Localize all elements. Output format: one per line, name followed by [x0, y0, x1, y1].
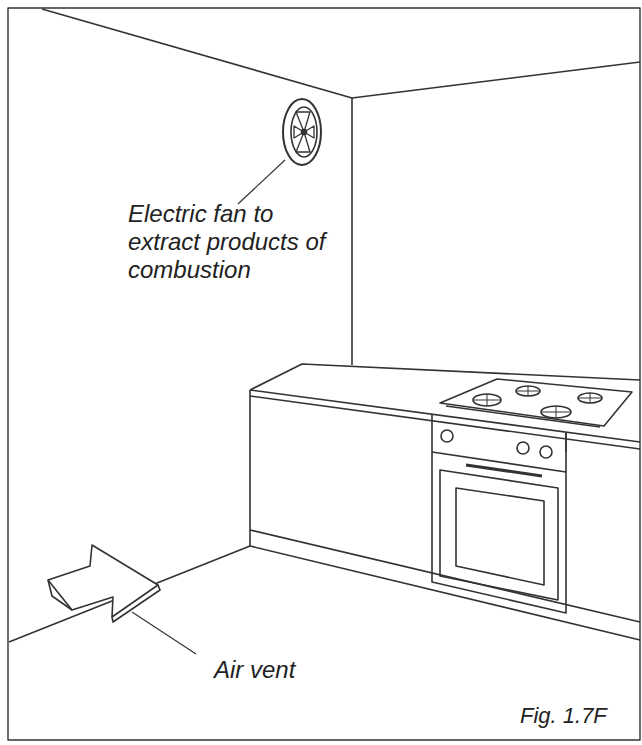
air-vent-arrow	[48, 545, 160, 622]
frame	[8, 8, 640, 740]
callout-label: Electric fan to extract products of comb…	[128, 200, 333, 284]
extractor-fan	[283, 99, 321, 165]
wall-corner	[351, 98, 353, 365]
leader-line	[132, 612, 196, 654]
figure-number: Fig. 1.7F	[520, 702, 607, 730]
kitchen-units	[250, 364, 640, 640]
ceiling-line	[352, 62, 640, 98]
callout-label: Air vent	[214, 656, 295, 684]
leader-line	[238, 160, 285, 204]
ceiling-line	[42, 9, 352, 98]
floor-line	[9, 546, 250, 642]
